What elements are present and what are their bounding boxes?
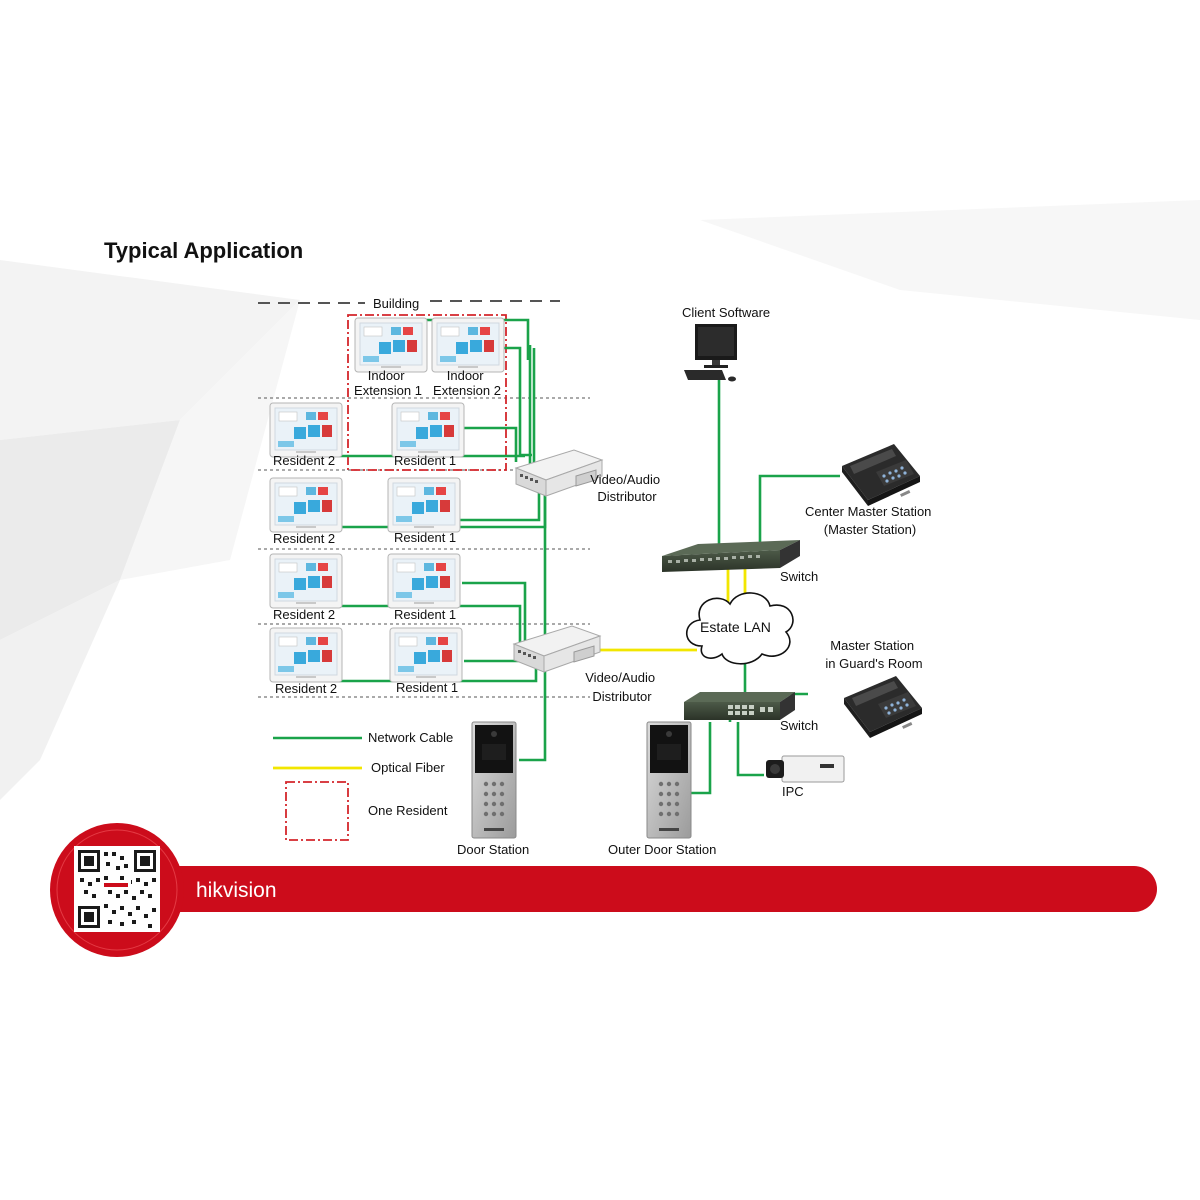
building-label: Building	[373, 296, 419, 311]
floor-3-resident-2-label: Resident 2	[273, 607, 335, 622]
switch-bottom-label: Switch	[780, 718, 818, 733]
indoor-extension-1-line1: Indoor	[368, 368, 406, 383]
switch-top	[662, 540, 800, 572]
estate-lan-cloud	[685, 592, 794, 665]
client-software-label: Client Software	[682, 305, 770, 320]
outer-door-station-label: Outer Door Station	[608, 842, 716, 857]
guard-master-line2: in Guard's Room	[825, 656, 922, 671]
distributor-top-line1: Video/Audio	[590, 472, 660, 487]
ipc-label: IPC	[782, 784, 804, 799]
floor-2-resident-1-monitor	[387, 477, 461, 533]
qr-code	[74, 846, 160, 932]
legend-network-cable: Network Cable	[368, 730, 453, 745]
background-decoration	[0, 200, 1200, 800]
center-master-station	[842, 444, 920, 506]
distributor-top-line2: Distributor	[597, 489, 657, 504]
floor-2-resident-2-label: Resident 2	[273, 531, 335, 546]
ipc-camera	[766, 755, 845, 783]
floor-1-resident-1-monitor	[391, 402, 465, 458]
floor-4-resident-2-monitor	[269, 627, 343, 683]
floor-1-resident-1-label: Resident 1	[394, 453, 456, 468]
client-software-computer	[684, 324, 737, 382]
outer-door-station	[646, 721, 692, 839]
door-station-label: Door Station	[457, 842, 529, 857]
indoor-extension-2-line2: Extension 2	[433, 383, 501, 398]
center-master-line1: Center Master Station	[805, 504, 931, 519]
video-audio-distributor-bottom	[513, 625, 601, 673]
switch-bottom	[684, 692, 795, 720]
one-resident-swatch	[285, 781, 349, 841]
indoor-extension-2-line1: Indoor	[447, 368, 485, 383]
distributor-top-label: Video/Audio Distributor	[590, 472, 664, 504]
floor-3-resident-1-monitor	[387, 553, 461, 609]
floor-4-resident-1-monitor	[389, 627, 463, 683]
door-station	[471, 721, 517, 839]
legend: Network Cable Optical Fiber One Resident	[273, 730, 453, 841]
brand-name: hikvision	[196, 879, 277, 902]
floor-1-resident-2-label: Resident 2	[273, 453, 335, 468]
indoor-extension-2-label: Indoor Extension 2	[433, 368, 501, 398]
distributor-bottom-line2: Distributor	[592, 689, 652, 704]
floor-2-resident-2-monitor	[269, 477, 343, 533]
center-master-station-label: Center Master Station (Master Station)	[805, 504, 935, 537]
page-title: Typical Application	[104, 238, 303, 263]
floor-4-resident-2-label: Resident 2	[275, 681, 337, 696]
floor-1-resident-2-monitor	[269, 402, 343, 458]
switch-top-label: Switch	[780, 569, 818, 584]
guard-master-line1: Master Station	[830, 638, 914, 653]
floor-3-resident-2-monitor	[269, 553, 343, 609]
distributor-bottom-line1: Video/Audio	[585, 670, 655, 685]
indoor-extension-1-label: Indoor Extension 1	[354, 368, 422, 398]
guard-master-station-label: Master Station in Guard's Room	[825, 638, 922, 671]
indoor-extension-2	[431, 317, 505, 373]
floor-3-resident-1-label: Resident 1	[394, 607, 456, 622]
one-resident-box	[347, 314, 507, 471]
indoor-extension-1-line2: Extension 1	[354, 383, 422, 398]
guard-master-station	[844, 676, 922, 738]
indoor-extension-1	[354, 317, 428, 373]
estate-lan-label: Estate LAN	[700, 619, 771, 635]
center-master-line2: (Master Station)	[824, 522, 916, 537]
legend-one-resident: One Resident	[368, 803, 448, 818]
floor-4-resident-1-label: Resident 1	[396, 680, 458, 695]
floor-2-resident-1-label: Resident 1	[394, 530, 456, 545]
legend-optical-fiber: Optical Fiber	[371, 760, 445, 775]
distributor-bottom-label: Video/Audio Distributor	[585, 670, 659, 704]
